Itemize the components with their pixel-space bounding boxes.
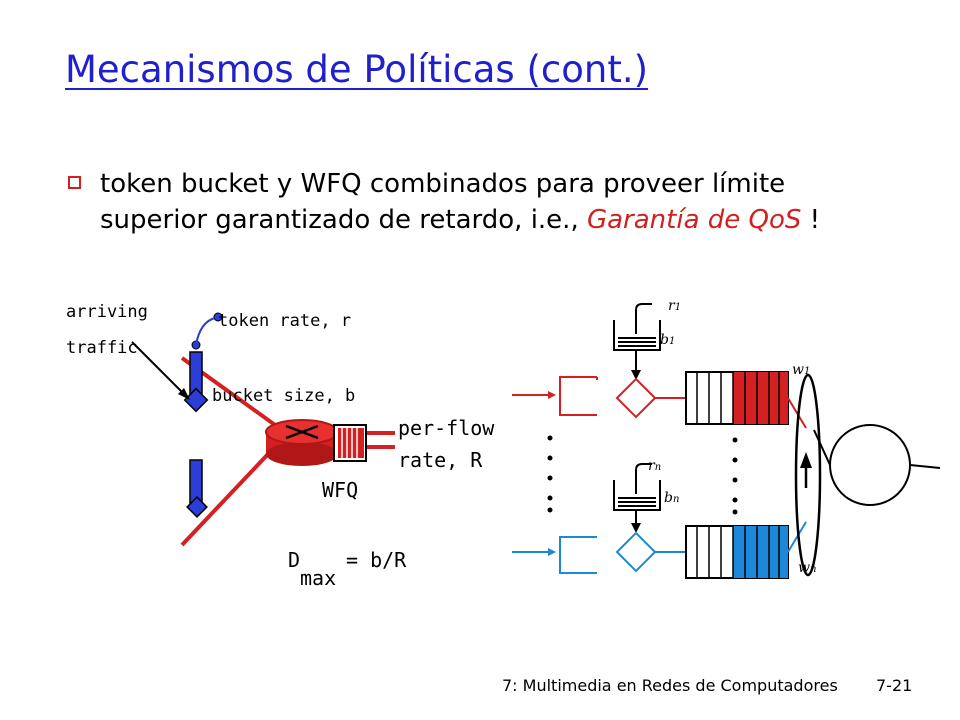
wn-sub: n [809,564,817,575]
ellipsis-dots-right [732,437,738,515]
slide-footer: 7: Multimedia en Redes de Computadores [502,676,838,695]
flow-n-queue-icon [685,521,807,579]
bullet-text-before: token bucket y WFQ combinados para prove… [100,169,786,235]
rn-label: rn [648,458,661,474]
wfq-queue-icon [333,424,367,462]
w1-text: w [792,362,804,378]
bn-label: bn [664,490,679,506]
per-flow-label: per-flow [398,416,495,440]
traffic-label: traffic [66,338,138,358]
wn-text: w [798,560,810,576]
r1-sub: 1 [674,302,682,313]
arriving-traffic-arrow [131,341,185,395]
w1-sub: 1 [803,366,811,377]
arriving-label: arriving [66,302,148,322]
bullet-marker [68,176,81,189]
bucket-size-label: bucket size, b [212,386,356,406]
flow-n-bucket-icon [613,463,661,533]
dmax-d-label: D [288,548,301,572]
rate-label: rate, R [398,448,483,472]
bn-text: b [664,490,673,506]
token-bucket-upper-icon [183,312,223,413]
w1-label: w1 [792,362,810,378]
link-lower [180,450,272,547]
token-rate-label: token rate, r [218,311,352,331]
r1-text: r [668,298,675,314]
bullet-highlight: Garantía de QoS [586,205,802,235]
bn-sub: n [672,494,680,505]
r1-label: r1 [668,298,681,314]
ellipsis-dots-left [547,435,553,513]
rn-sub: n [654,462,662,473]
rn-text: r [648,458,655,474]
router-icon [265,419,339,466]
scheduler-icon [794,373,941,577]
b1-label: b1 [660,332,675,348]
token-bucket-lower-icon [186,459,208,518]
dmax-sub-label: max [300,566,337,590]
slide-title: Mecanismos de Políticas (cont.) [65,48,649,91]
dmax-eq-label: = b/R [346,548,407,572]
wfq-label: WFQ [322,478,359,502]
wn-label: wn [798,560,816,576]
b1-sub: 1 [668,336,676,347]
flow-n-path [512,531,686,574]
flow-1-queue-icon [685,371,807,429]
flow-1-bucket-icon [613,303,661,380]
page-number: 7-21 [876,676,913,695]
b1-text: b [660,332,669,348]
bullet-text-after: ! [801,205,821,235]
flow-1-path [512,376,686,419]
bullet-text: token bucket y WFQ combinados para prove… [100,166,880,238]
